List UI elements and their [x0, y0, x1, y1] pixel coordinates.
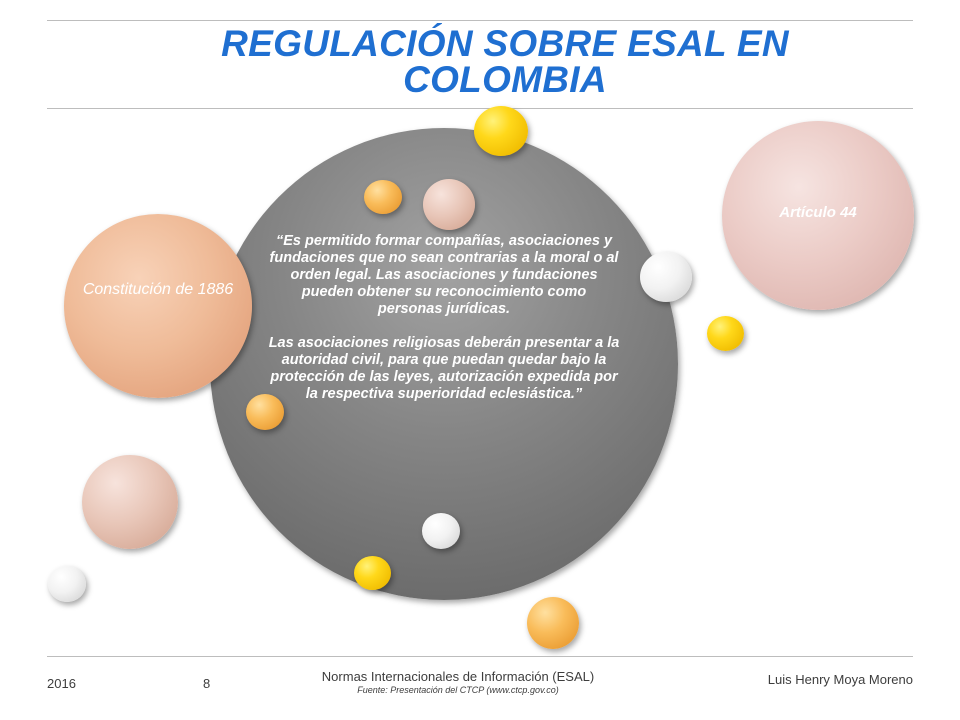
silver-bubble-bottom [422, 513, 460, 549]
slide-title-line2: COLOMBIA [403, 59, 607, 100]
footer-divider [47, 656, 913, 657]
gold-bubble-bottom [354, 556, 391, 590]
gold-bubble-top [474, 106, 528, 156]
constitution-circle [64, 214, 252, 398]
gold-bubble-right [707, 316, 744, 351]
orange-bubble-small-top [364, 180, 402, 214]
orange-bubble-left-inner [246, 394, 284, 430]
quote-text: “Es permitido formar compañías, asociaci… [268, 233, 620, 403]
constitution-label: Constitución de 1886 [82, 281, 234, 298]
footer-source: Fuente: Presentación del CTCP (www.ctcp.… [357, 685, 559, 695]
footer-center: Normas Internacionales de Información (E… [300, 669, 616, 696]
footer-year: 2016 [47, 676, 76, 691]
footer-author: Luis Henry Moya Moreno [767, 672, 913, 687]
orange-bubble-bottom [527, 597, 579, 649]
rose-bubble-top [423, 179, 475, 230]
quote-paragraph-2: Las asociaciones religiosas deberán pres… [268, 335, 620, 402]
footer-page-number: 8 [203, 676, 211, 691]
footer-title: Normas Internacionales de Información (E… [321, 669, 595, 684]
quote-paragraph-1: “Es permitido formar compañías, asociaci… [269, 233, 619, 317]
silver-bubble-left [48, 566, 86, 602]
article-label: Artículo 44 [779, 204, 857, 221]
slide-title-line1: REGULACIÓN SOBRE ESAL EN [221, 23, 789, 64]
title-divider [47, 108, 913, 109]
slide-title: REGULACIÓN SOBRE ESAL EN COLOMBIA [47, 23, 960, 100]
top-divider [47, 20, 913, 21]
rose-bubble-left [82, 455, 178, 549]
article-circle [722, 121, 914, 310]
silver-bubble-right [640, 252, 692, 302]
